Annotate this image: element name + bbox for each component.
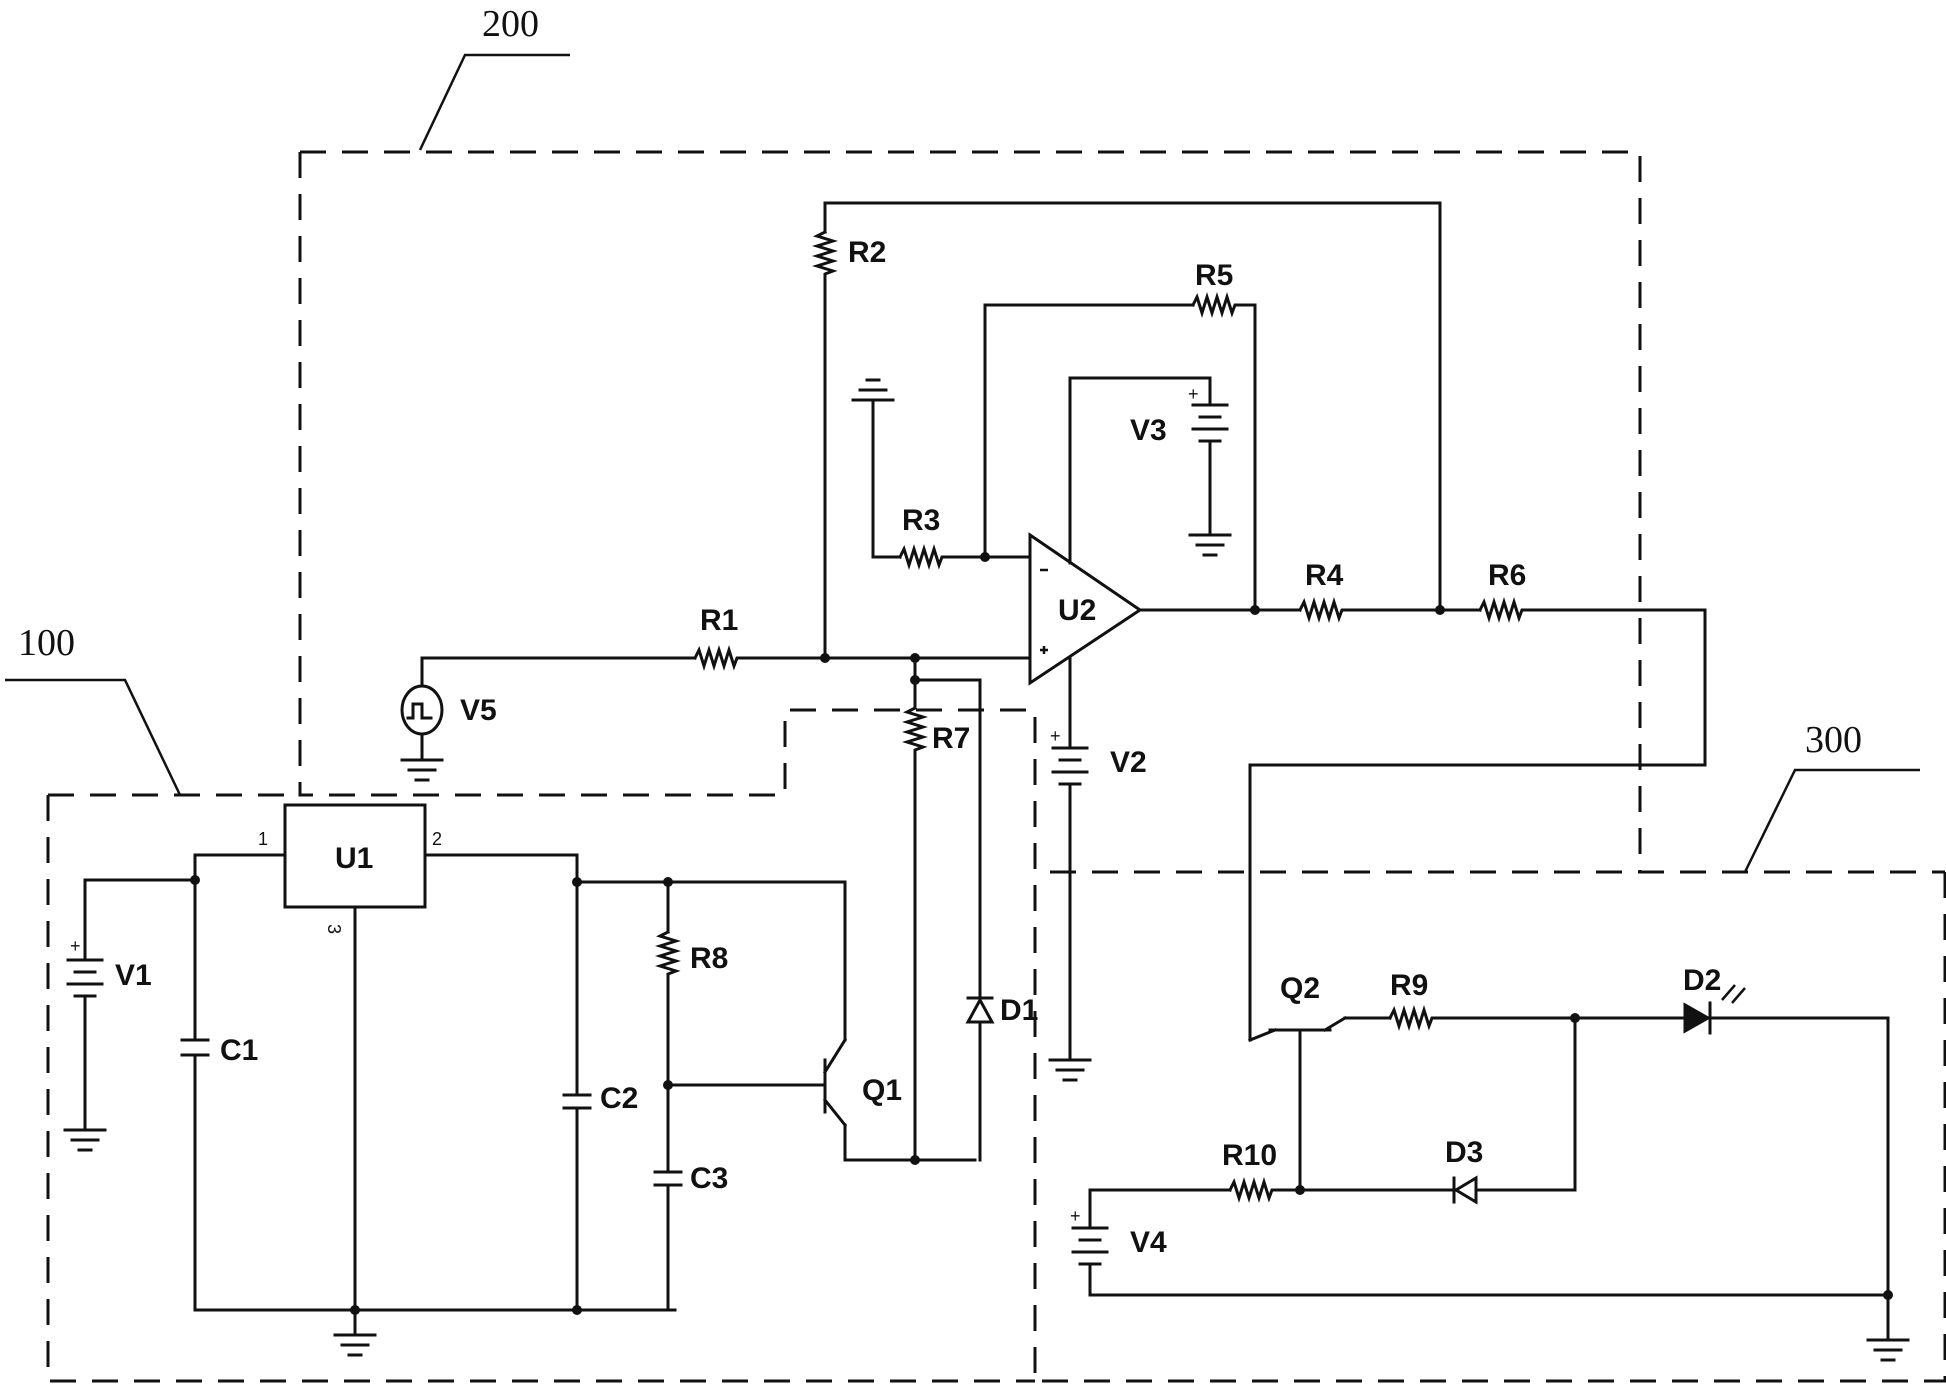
q1-transistor [825, 1040, 845, 1125]
c2-capacitor [564, 1095, 590, 1108]
ground-icon [1190, 535, 1230, 555]
u2-plus-mark [1040, 646, 1048, 654]
r4-label: R4 [1305, 559, 1344, 592]
svg-text:+: + [1050, 726, 1061, 746]
r1-resistor [695, 650, 740, 666]
r9-resistor [1390, 1010, 1435, 1026]
r5-wire [985, 305, 1255, 610]
u1-pin3-label: 3 [324, 924, 344, 934]
ground-icon [65, 1130, 105, 1150]
r6-resistor [1480, 602, 1525, 618]
v1-label: V1 [115, 959, 152, 992]
r1-label: R1 [700, 604, 738, 637]
u1-pin1-label: 1 [258, 829, 268, 849]
r7-label: R7 [932, 722, 970, 755]
c3-capacitor [655, 1172, 681, 1185]
block-200-leader [420, 55, 570, 150]
r7-resistor [907, 708, 923, 758]
block-300-leader [1745, 770, 1920, 872]
svg-text:+: + [70, 936, 81, 956]
u1-label: U1 [335, 842, 373, 875]
junction-dots [190, 552, 1893, 1315]
c3-label: C3 [690, 1162, 728, 1195]
block-100-leader [5, 680, 180, 795]
ground-icon [402, 760, 442, 780]
d3-diode [1454, 1178, 1476, 1202]
r3-resistor [900, 549, 945, 565]
r8-resistor [660, 932, 676, 978]
r6-label: R6 [1488, 559, 1526, 592]
d2-label: D2 [1683, 964, 1721, 997]
q1-emitter-wire [845, 1125, 975, 1160]
r3-label: R3 [902, 504, 940, 537]
r5-label: R5 [1195, 259, 1233, 292]
v1-wire-top [85, 880, 195, 960]
block-100-label: 100 [18, 622, 75, 664]
v3-battery: + [1188, 384, 1227, 441]
r5-resistor [1193, 297, 1238, 313]
c1-capacitor [182, 1040, 208, 1055]
ground-icon [335, 1335, 375, 1355]
v3-label: V3 [1130, 414, 1167, 447]
v4-label: V4 [1130, 1226, 1167, 1259]
c2-label: C2 [600, 1082, 638, 1115]
v5-label: V5 [460, 694, 497, 727]
r2-label: R2 [848, 236, 886, 269]
u1-input-wire [195, 855, 285, 880]
v5-pulse-source [402, 686, 442, 734]
d1-label: D1 [1000, 994, 1038, 1027]
ground-icon [1868, 1340, 1908, 1360]
d2-wire [1575, 1018, 1888, 1295]
r10-resistor [1230, 1182, 1275, 1198]
u1-output-wire [425, 855, 577, 1310]
r2-resistor [817, 232, 833, 280]
r9-label: R9 [1390, 969, 1428, 1002]
r8-label: R8 [690, 942, 728, 975]
block-300-label: 300 [1805, 719, 1862, 761]
block-200-label: 200 [482, 3, 539, 45]
d3-label: D3 [1445, 1136, 1483, 1169]
ground-icon [853, 380, 893, 400]
block-300-outline [1035, 872, 1945, 1381]
v2-label: V2 [1110, 746, 1147, 779]
q2-transistor [1250, 1018, 1345, 1040]
svg-text:+: + [1070, 1206, 1081, 1226]
u2-label: U2 [1058, 594, 1096, 627]
ground-icon [1050, 1060, 1090, 1080]
v4-return-wire [1090, 1264, 1888, 1340]
d3-wire [1300, 1018, 1575, 1190]
r10-label: R10 [1222, 1139, 1277, 1172]
q2-label: Q2 [1280, 972, 1320, 1005]
u1-pin2-label: 2 [432, 829, 442, 849]
r4-resistor [1300, 602, 1345, 618]
svg-text:+: + [1188, 384, 1199, 404]
c1-label: C1 [220, 1034, 258, 1067]
r3-ground-wire [873, 400, 1030, 557]
q1-label: Q1 [862, 1074, 902, 1107]
d1-diode [968, 998, 992, 1022]
